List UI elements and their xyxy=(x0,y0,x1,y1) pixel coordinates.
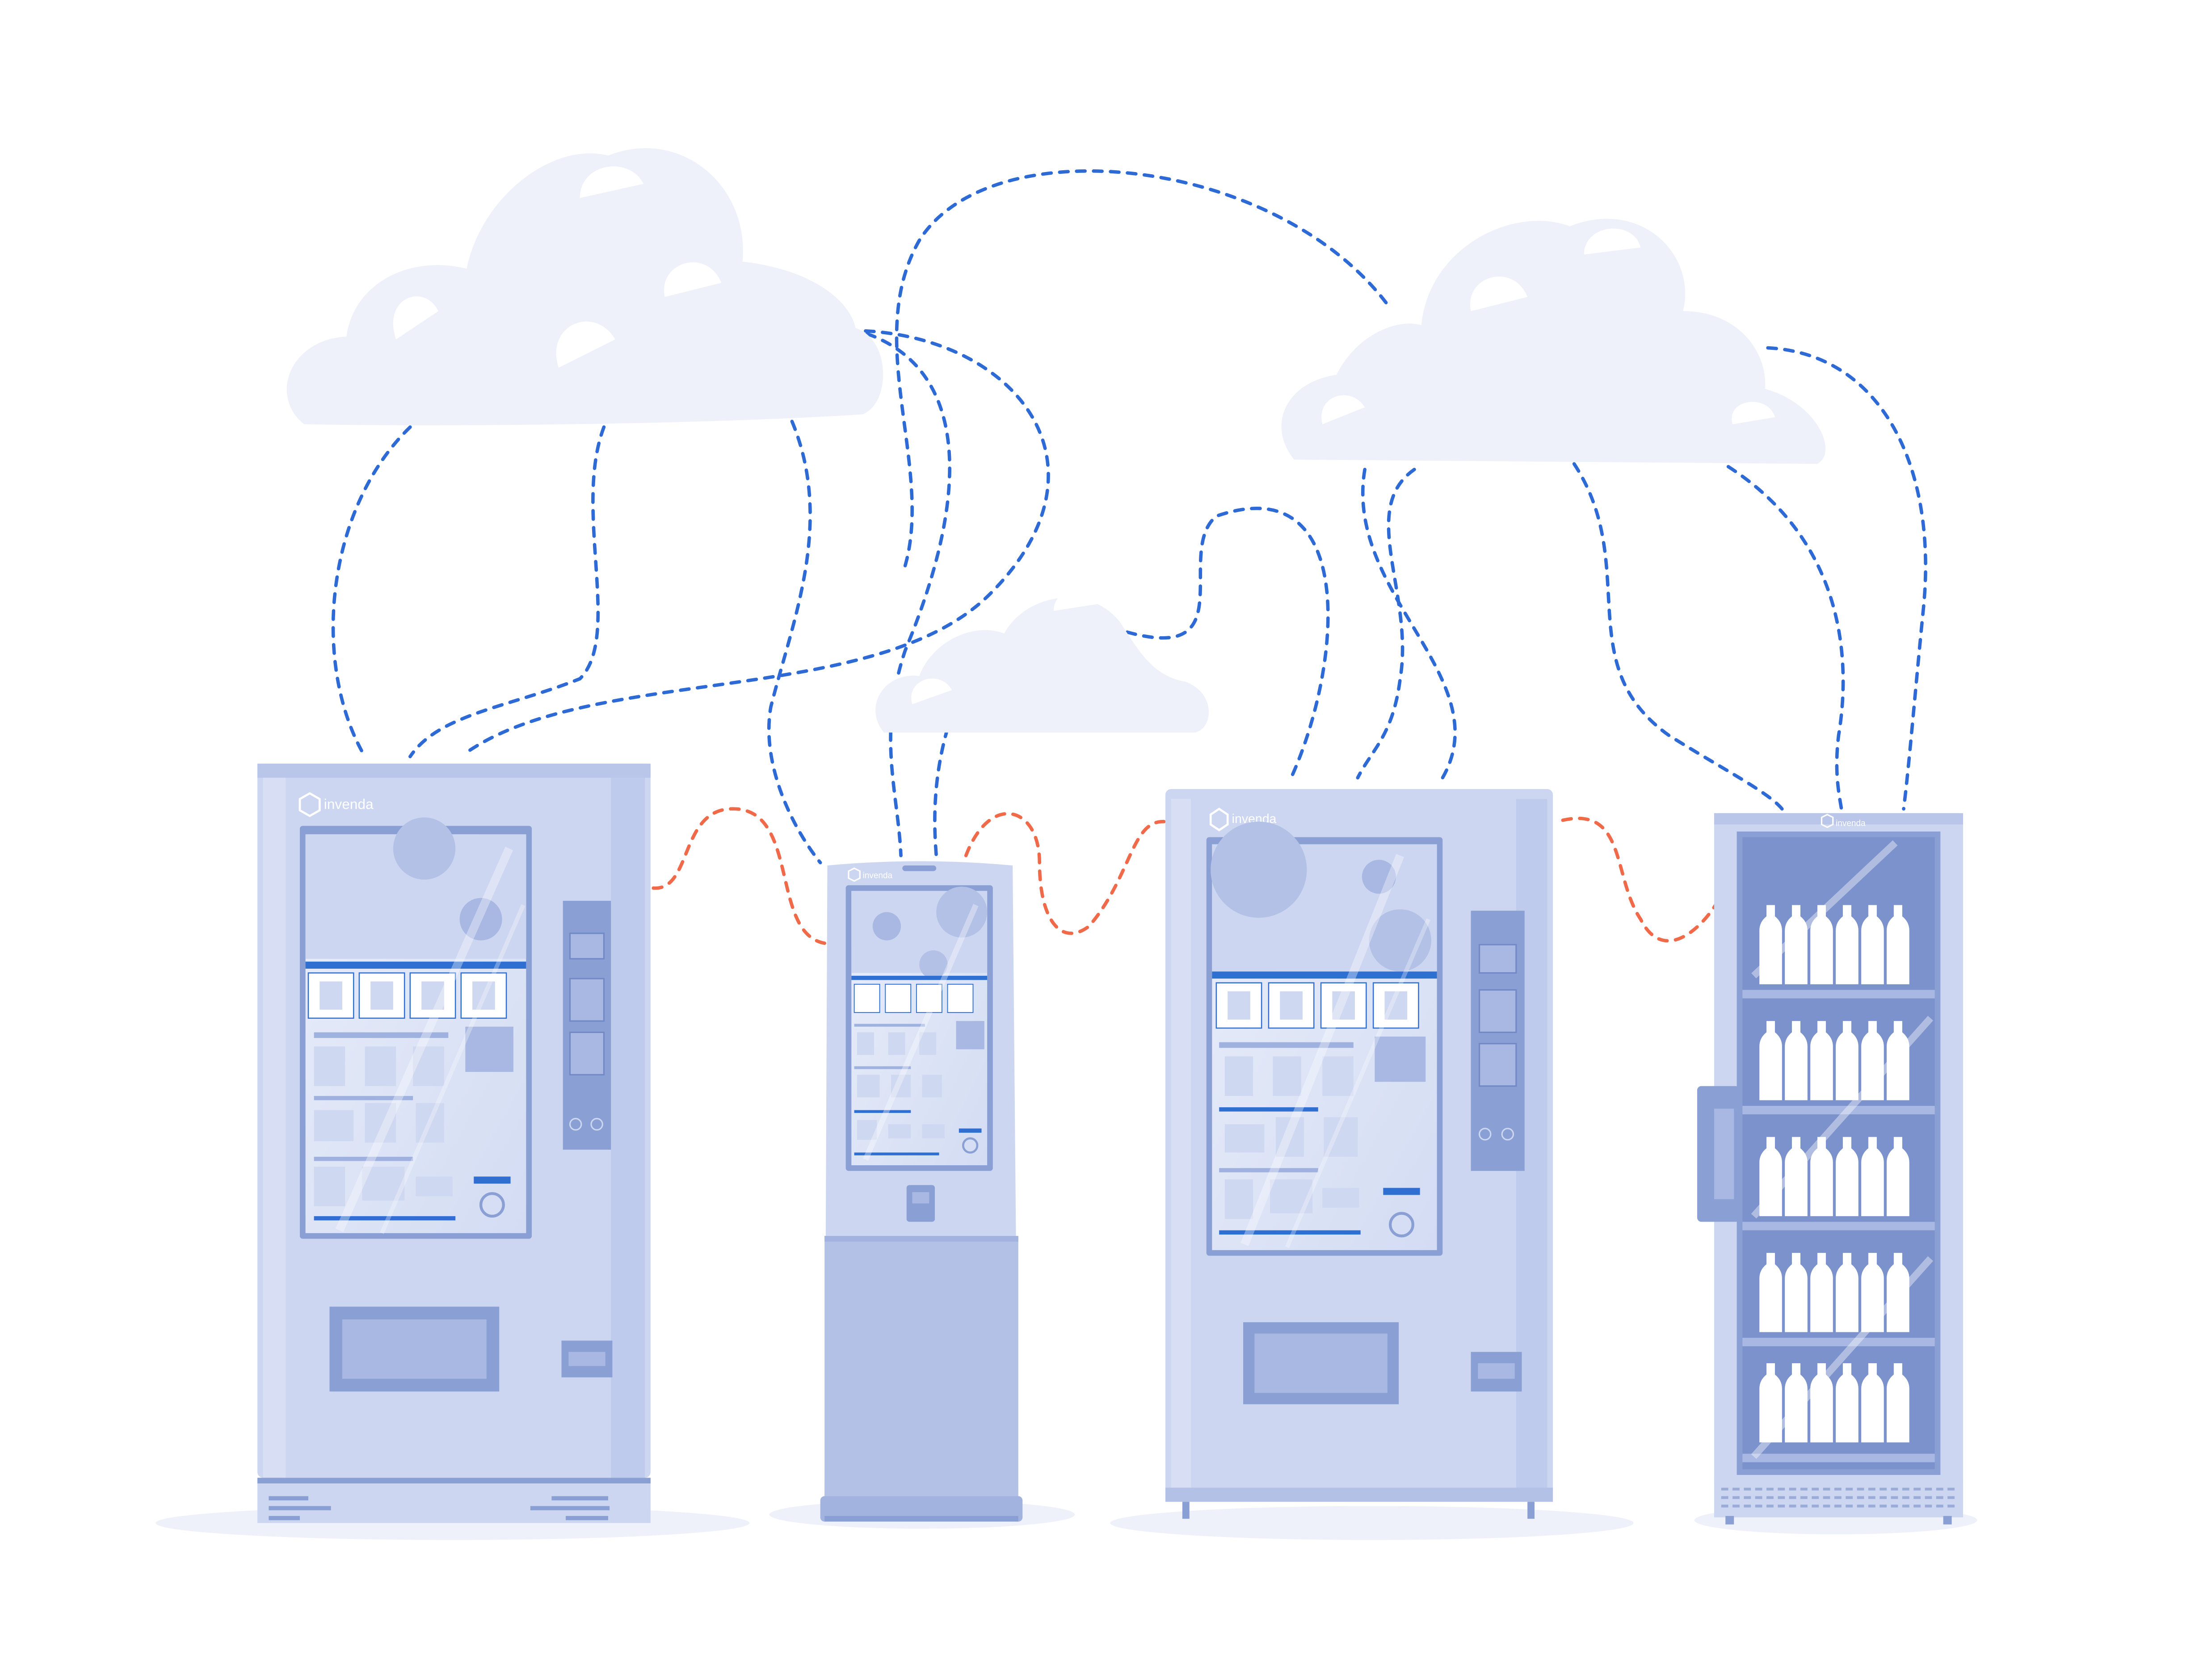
water-bottle-icon xyxy=(1887,905,1909,984)
water-bottle-icon xyxy=(1861,1021,1884,1100)
water-bottle-icon xyxy=(1785,1021,1808,1100)
water-bottle-icon xyxy=(1810,1253,1833,1332)
water-bottle-icon xyxy=(1785,1137,1808,1216)
brand-name: invenda xyxy=(1836,819,1866,828)
cloud-left xyxy=(286,148,883,425)
water-bottle-icon xyxy=(1759,905,1782,984)
water-bottle-icon xyxy=(1836,1363,1859,1443)
machine-links xyxy=(652,807,1717,945)
hexagon-outline-icon xyxy=(848,867,861,882)
water-bottle-icon xyxy=(1887,1021,1909,1100)
vending-machine-medium: invenda xyxy=(1165,789,1553,1519)
water-bottle-icon xyxy=(1836,905,1859,984)
cloud-links xyxy=(331,169,1927,865)
water-bottle-icon xyxy=(1759,1021,1782,1100)
brand-name: invenda xyxy=(863,871,893,880)
cloud-right xyxy=(1281,218,1826,464)
water-bottle-icon xyxy=(1759,1253,1782,1332)
bottle-row xyxy=(1759,1137,1909,1216)
water-bottle-icon xyxy=(1759,1363,1782,1443)
bottle-row xyxy=(1759,1253,1909,1332)
water-bottle-icon xyxy=(1810,1137,1833,1216)
water-bottle-icon xyxy=(1810,1363,1833,1443)
kiosk-standing: invenda xyxy=(820,861,1023,1522)
water-bottle-icon xyxy=(1887,1253,1909,1332)
water-bottle-icon xyxy=(1836,1021,1859,1100)
water-bottle-icon xyxy=(1861,1137,1884,1216)
water-bottle-icon xyxy=(1887,1137,1909,1216)
hexagon-outline-icon xyxy=(1821,814,1834,828)
bottle-rows xyxy=(1759,905,1909,1443)
brand-logo: invenda xyxy=(1821,814,1866,828)
brand-name: invenda xyxy=(324,796,374,812)
water-bottle-icon xyxy=(1785,1253,1808,1332)
brand-logo: invenda xyxy=(848,867,893,882)
vending-machine-large: invenda xyxy=(257,764,651,1523)
hexagon-outline-icon xyxy=(1209,807,1229,832)
water-bottle-icon xyxy=(1810,905,1833,984)
water-bottle-icon xyxy=(1759,1137,1782,1216)
bottle-row xyxy=(1759,1021,1909,1100)
bottle-row xyxy=(1759,905,1909,984)
beverage-cooler: invenda xyxy=(1697,813,1963,1525)
cloud-center xyxy=(875,589,1209,733)
water-bottle-icon xyxy=(1785,1363,1808,1443)
brand-logo: invenda xyxy=(299,792,374,817)
water-bottle-icon xyxy=(1836,1253,1859,1332)
water-bottle-icon xyxy=(1861,1253,1884,1332)
water-bottle-icon xyxy=(1785,905,1808,984)
water-bottle-icon xyxy=(1887,1363,1909,1443)
water-bottle-icon xyxy=(1836,1137,1859,1216)
water-bottle-icon xyxy=(1861,905,1884,984)
water-bottle-icon xyxy=(1810,1021,1833,1100)
water-bottle-icon xyxy=(1861,1363,1884,1443)
bottle-row xyxy=(1759,1363,1909,1443)
hexagon-outline-icon xyxy=(299,792,321,817)
screen-header xyxy=(305,962,526,969)
